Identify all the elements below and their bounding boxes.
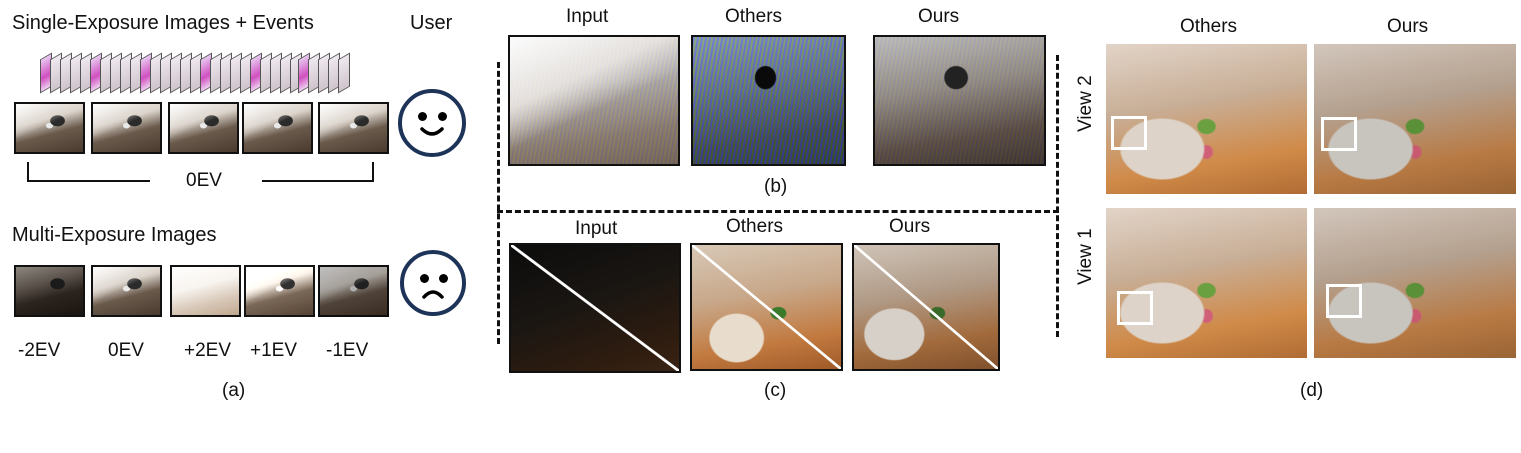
smiley-face-icon [398,89,466,157]
column-header-others: Others [725,6,783,27]
single-exposure-image-2 [91,102,162,154]
column-header-ours: Ours [889,216,931,237]
highlight-box [1117,291,1153,325]
multi-exposure-image-minus2ev [14,265,85,317]
user-label: User [410,12,453,34]
caption-a: (a) [222,380,246,401]
column-header-ours: Ours [1387,16,1429,37]
view2-ours-image [1314,44,1516,194]
bracket-left [27,162,150,182]
bathroom-input-image [509,243,681,373]
frowning-face-icon [400,250,466,316]
column-header-others: Others [1180,16,1238,37]
highlight-box [1111,116,1147,150]
caption-b: (b) [764,176,788,197]
caption-d: (d) [1300,380,1324,401]
living-room-input-image [508,35,680,166]
single-exposure-title: Single-Exposure Images + Events [12,12,314,34]
ev-label: +1EV [250,340,298,361]
column-header-input: Input [575,218,618,239]
view1-others-image [1106,208,1307,358]
row-label-view-1: View 1 [1075,228,1096,285]
multi-exposure-image-plus1ev [244,265,315,317]
single-exposure-image-1 [14,102,85,154]
living-room-others-image [691,35,846,166]
bathroom-ours-image [852,243,1000,371]
ev-label: +2EV [184,340,232,361]
multi-exposure-title: Multi-Exposure Images [12,224,217,246]
single-exposure-image-5 [318,102,389,154]
dashed-border-right [1056,55,1059,337]
multi-exposure-image-plus2ev [170,265,241,317]
bracket-right [262,162,374,182]
view1-ours-image [1314,208,1516,358]
dashed-divider [497,210,1059,213]
single-ev-label: 0EV [186,170,222,191]
ev-label: -2EV [18,340,61,361]
column-header-input: Input [566,6,609,27]
multi-exposure-image-0ev [91,265,162,317]
event-stream-stack [38,52,356,96]
single-exposure-image-3 [168,102,239,154]
multi-exposure-image-minus1ev [318,265,389,317]
living-room-ours-image [873,35,1046,166]
row-label-view-2: View 2 [1075,75,1096,132]
highlight-box [1326,284,1362,318]
bathroom-others-image [690,243,843,371]
single-exposure-image-4 [242,102,313,154]
ev-label: 0EV [108,340,144,361]
highlight-box [1321,117,1357,151]
column-header-others: Others [726,216,784,237]
view2-others-image [1106,44,1307,194]
column-header-ours: Ours [918,6,960,27]
ev-label: -1EV [326,340,369,361]
caption-c: (c) [764,380,787,401]
dashed-border-left [497,62,500,344]
